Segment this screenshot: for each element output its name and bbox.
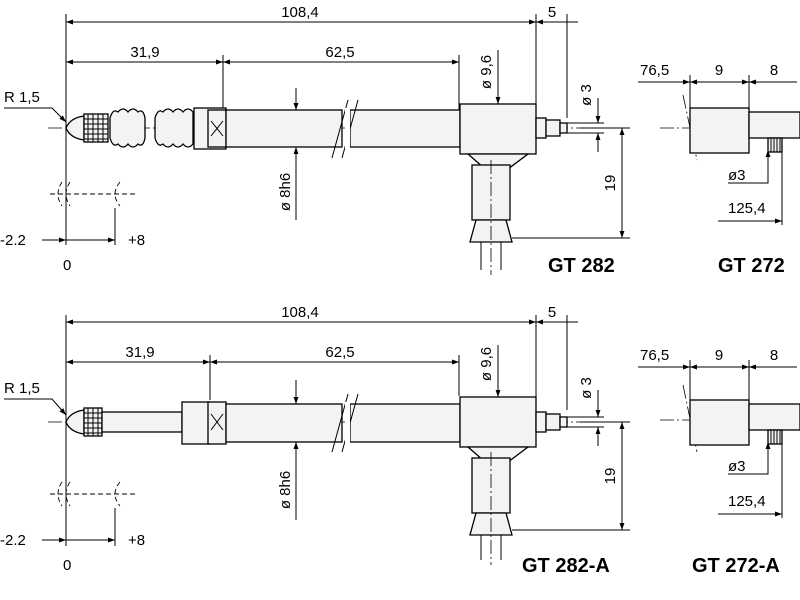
body-diameter-text: ø 9,6 [478,347,495,381]
stroke-min-text: -2.2 [0,532,26,549]
detail-gt-272: 76,5 9 8 ø3 125,4 GT 272 [638,62,800,277]
detail-label: GT 272 [718,255,785,277]
overall-length-text: 108,4 [281,304,319,321]
detail-body [689,399,750,446]
end-pin [545,119,561,137]
detail-dim-c-text: 8 [770,62,778,79]
detail-label: GT 272-A [692,555,780,577]
detail-dim-c-text: 8 [770,347,778,364]
stroke-max-text: +8 [128,232,145,249]
model-label: GT 282-A [522,555,610,577]
end-pin [545,413,561,431]
body-diameter-text: ø 9,6 [478,55,495,89]
drawing-gt-282-a: 108,4 5 31,9 62,5 ø 8h6 [0,304,630,577]
detail-pin-diameter-text: ø3 [728,167,746,184]
stem [101,411,183,433]
housing [459,103,537,155]
detail-dim-a-text: 76,5 [640,62,669,79]
detail-dim-b-text: 9 [715,347,723,364]
length-2-text: 62,5 [325,344,354,361]
detail-dim-a-text: 76,5 [640,347,669,364]
shaft [225,403,343,443]
tip-diameter-text: ø 3 [578,377,595,399]
tip-diameter-text: ø 3 [578,84,595,106]
drawing-gt-282: 108,4 5 31,9 62,5 [0,4,630,277]
shaft [225,109,343,148]
detail-pin-diameter-text: ø3 [728,458,746,475]
cable-offset-text: 19 [602,468,619,485]
overall-length-text: 108,4 [281,4,319,21]
shaft-diameter-text: ø 8h6 [277,173,294,211]
shaft-diameter-text: ø 8h6 [277,471,294,509]
detail-gt-272-a: 76,5 9 8 ø3 125,4 GT 272-A [638,347,800,577]
model-label: GT 282 [548,255,615,277]
detail-dim-b-text: 9 [715,62,723,79]
end-length-text: 5 [548,4,556,21]
length-1-text: 31,9 [125,344,154,361]
length-1-text: 31,9 [130,44,159,61]
length-2-text: 62,5 [325,44,354,61]
stroke-max-text: +8 [128,532,145,549]
housing [459,396,537,448]
radius-text: R 1,5 [4,380,40,397]
probe-tip [65,115,85,141]
stroke-min-text: -2.2 [0,232,26,249]
end-length-text: 5 [548,304,556,321]
detail-dim-d-text: 125,4 [728,493,766,510]
probe-tip [65,409,85,435]
cable-offset-text: 19 [602,175,619,192]
detail-body [689,107,750,154]
bellows [109,108,146,148]
detail-dim-d-text: 125,4 [728,200,766,217]
stroke-zero-text: 0 [63,257,71,274]
stroke-zero-text: 0 [63,557,71,574]
radius-text: R 1,5 [4,89,40,106]
